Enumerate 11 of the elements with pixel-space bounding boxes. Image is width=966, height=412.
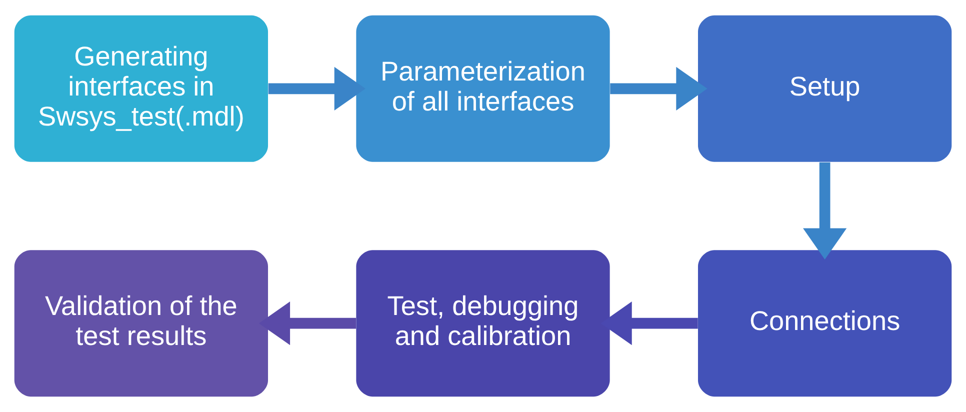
- node-box: Connections: [698, 250, 952, 397]
- arrow: [600, 302, 698, 346]
- node-box: Setup: [698, 15, 952, 162]
- arrow: [268, 66, 366, 110]
- arrow: [610, 66, 708, 110]
- node-box: Test, debugging and calibration: [356, 250, 610, 397]
- node-box: Validation of the test results: [14, 250, 268, 397]
- arrow: [803, 162, 847, 260]
- arrow: [258, 302, 356, 346]
- node-box: Parameterization of all interfaces: [356, 15, 610, 162]
- node-box: Generating interfaces in Swsys_test(.mdl): [14, 15, 268, 162]
